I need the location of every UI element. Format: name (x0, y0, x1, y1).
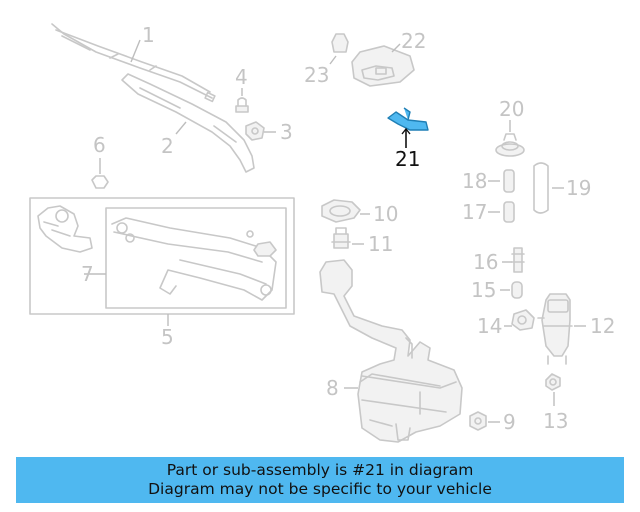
callout-15: 15 (471, 278, 496, 302)
part-19-tube: 19 (533, 162, 591, 214)
callout-5: 5 (161, 325, 174, 349)
part-4-cap: 4 (235, 65, 249, 113)
part-2-wiper-arm: 2 (121, 73, 255, 173)
part-15-seal: 15 (471, 278, 523, 302)
callout-19: 19 (566, 176, 591, 200)
banner-line-2: Diagram may not be specific to your vehi… (148, 480, 492, 498)
callout-6: 6 (93, 133, 106, 157)
part-12-washer-pump: 12 (537, 293, 615, 365)
callout-2: 2 (161, 134, 174, 158)
callout-10: 10 (373, 202, 398, 226)
callout-22: 22 (401, 29, 426, 53)
callout-21: 21 (395, 147, 420, 171)
part-23-clip: 23 (304, 33, 349, 87)
part-11-filler-cap: 11 (331, 227, 393, 256)
callout-12: 12 (590, 314, 615, 338)
callout-14: 14 (477, 314, 502, 338)
part-18-connector: 18 (462, 169, 515, 193)
part-16-nozzle: 16 (473, 247, 525, 274)
banner-line-1: Part or sub-assembly is #21 in diagram (166, 461, 474, 479)
part-13-grommet: 13 (543, 373, 568, 433)
part-1-wiper-blade: 1 (51, 23, 216, 103)
part-10-cap-seal: 10 (321, 199, 398, 226)
callout-7: 7 (81, 262, 94, 286)
part-5-linkage-assembly: 7 5 (29, 197, 295, 349)
callout-1: 1 (142, 23, 155, 47)
callout-4: 4 (235, 65, 248, 89)
callout-9: 9 (503, 410, 516, 434)
callout-11: 11 (368, 232, 393, 256)
info-banner: Part or sub-assembly is #21 in diagram D… (16, 457, 624, 503)
part-20-grommet: 20 (495, 97, 525, 157)
part-8-washer-reservoir: 8 (319, 259, 463, 443)
callout-17: 17 (462, 200, 487, 224)
part-9-nut: 9 (469, 410, 516, 434)
part-6-clip: 6 (91, 133, 109, 189)
callout-8: 8 (326, 376, 339, 400)
callout-3: 3 (280, 120, 293, 144)
callout-16: 16 (473, 250, 498, 274)
part-3-nut: 3 (245, 120, 293, 144)
part-14-grommet: 14 (477, 309, 535, 338)
part-17-connector: 17 (462, 200, 515, 224)
callout-20: 20 (499, 97, 524, 121)
part-22-cover: 22 (351, 29, 426, 87)
callout-13: 13 (543, 409, 568, 433)
callout-23: 23 (304, 63, 329, 87)
callout-18: 18 (462, 169, 487, 193)
part-21-hose-connector: 21 (387, 107, 429, 171)
